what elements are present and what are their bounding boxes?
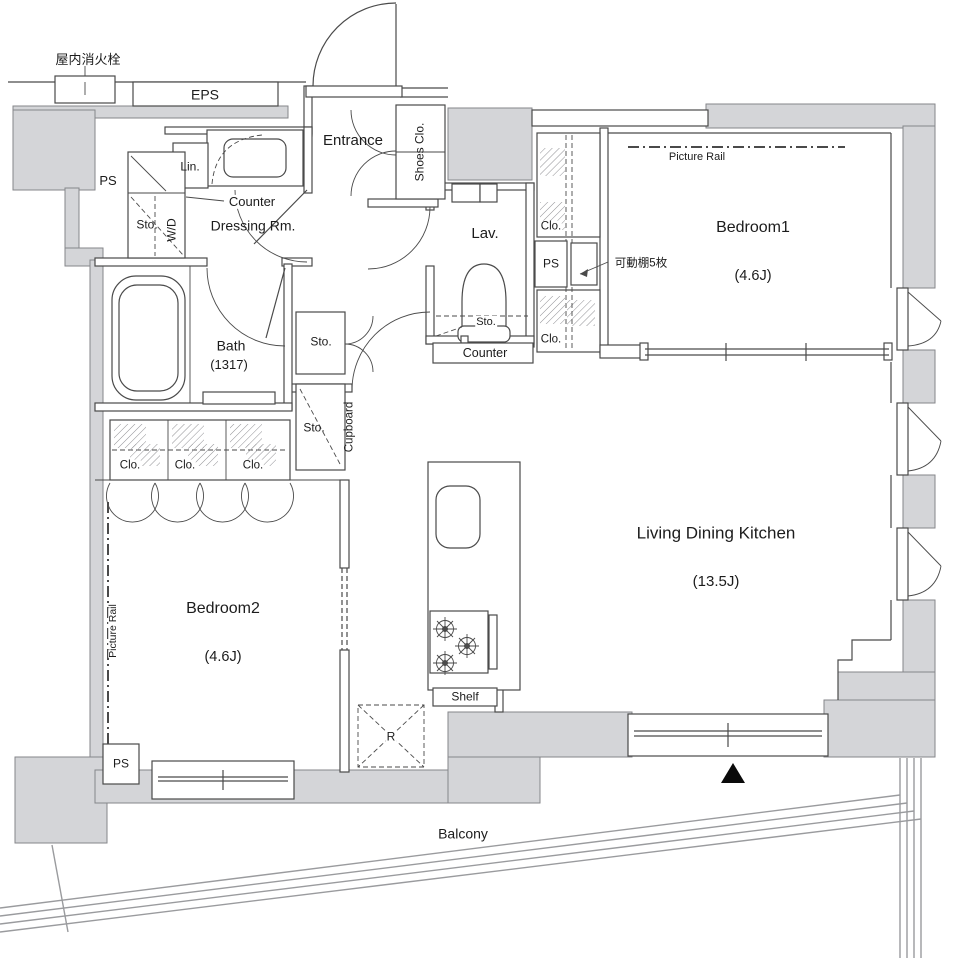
- linen-label: Lin.: [180, 159, 200, 174]
- exterior-walls: [12, 103, 936, 844]
- picture-rail-label-bedroom1: Picture Rail: [668, 150, 726, 163]
- balcony-railing: [0, 758, 922, 958]
- refrigerator-label: R: [385, 729, 397, 744]
- triangle-marker: [721, 763, 745, 783]
- cupboard-label: Cupboard: [343, 401, 356, 453]
- side-casement-windows: [896, 287, 942, 601]
- shoes-closet: [350, 104, 446, 200]
- sto-label-hall-upper: Sto.: [310, 334, 332, 349]
- clo-label-center-top: Clo.: [539, 220, 563, 234]
- cupboard-storage-lower: [295, 383, 346, 471]
- room-label-bedroom1: Bedroom1: [716, 219, 790, 237]
- lav-counter: [432, 342, 534, 364]
- pipe-space-box: [102, 743, 140, 785]
- kitchen-counter: [427, 461, 521, 707]
- bath-door: [206, 267, 286, 347]
- ldk-door-swing: [351, 311, 431, 391]
- storage-washer-unit: [127, 151, 225, 259]
- room-label-balcony: Balcony: [438, 825, 488, 842]
- bedroom1-window: [599, 342, 893, 361]
- ps-label-center: PS: [542, 256, 560, 271]
- washbasin: [206, 129, 304, 187]
- lav-fixture-box: [451, 183, 481, 203]
- bathtub: [111, 266, 276, 405]
- toilet: [435, 263, 528, 344]
- movable-shelf-label: 可動棚5枚: [614, 257, 668, 270]
- sto-label-lav: Sto.: [475, 315, 497, 329]
- counter-label-lav: Counter: [462, 346, 508, 361]
- clo-label-center-bottom: Clo.: [539, 333, 563, 347]
- room-label-bedroom2: Bedroom2: [186, 600, 260, 618]
- clo-label-2: Clo.: [173, 459, 197, 473]
- refrigerator-space: [357, 704, 425, 768]
- lav-fixture-box-2: [479, 183, 498, 203]
- room-size-bath: (1317): [210, 356, 248, 372]
- eps-label: EPS: [190, 86, 220, 103]
- fire-hydrant-label: 屋内消火栓: [55, 51, 121, 67]
- ps-label-bottom: PS: [112, 756, 130, 771]
- sto-label-hall-lower: Sto.: [303, 420, 325, 435]
- room-label-lav: Lav.: [471, 224, 499, 242]
- clo-label-3: Clo.: [241, 459, 265, 473]
- room-label-bath: Bath: [216, 337, 246, 354]
- shoes-closet-label: Shoes Clo.: [412, 122, 427, 182]
- room-label-entrance: Entrance: [322, 131, 384, 149]
- sto-label-washer-unit: Sto.: [136, 217, 158, 232]
- room-label-ldk: Living Dining Kitchen: [636, 523, 796, 543]
- hall-door-swing: [367, 206, 431, 270]
- room-size-ldk: (13.5J): [692, 572, 740, 590]
- stove-burners: [433, 617, 479, 675]
- ldk-balcony-window: [627, 713, 829, 757]
- room-size-bedroom1: (4.6J): [734, 268, 772, 285]
- clo-label-1: Clo.: [118, 459, 142, 473]
- eps-shaft: [132, 81, 279, 107]
- room-label-dressing: Dressing Rm.: [210, 217, 296, 234]
- room-size-bedroom2: (4.6J): [204, 649, 242, 666]
- entrance-door: [305, 2, 403, 98]
- washer-dryer-label: W/D: [164, 218, 179, 242]
- ps-label-top: PS: [99, 172, 117, 188]
- counter-label-dressing: Counter: [227, 193, 277, 210]
- kitchen-sink: [435, 485, 481, 549]
- picture-rail-label-bedroom2: Picture Rail: [107, 604, 120, 658]
- kitchen-shelf: [432, 687, 498, 707]
- bedroom2-balcony-window: [151, 760, 295, 800]
- fire-hydrant-box: [54, 66, 116, 104]
- shelf-label: Shelf: [451, 689, 479, 704]
- hall-storage-upper: [295, 311, 374, 375]
- center-closets: [534, 132, 609, 353]
